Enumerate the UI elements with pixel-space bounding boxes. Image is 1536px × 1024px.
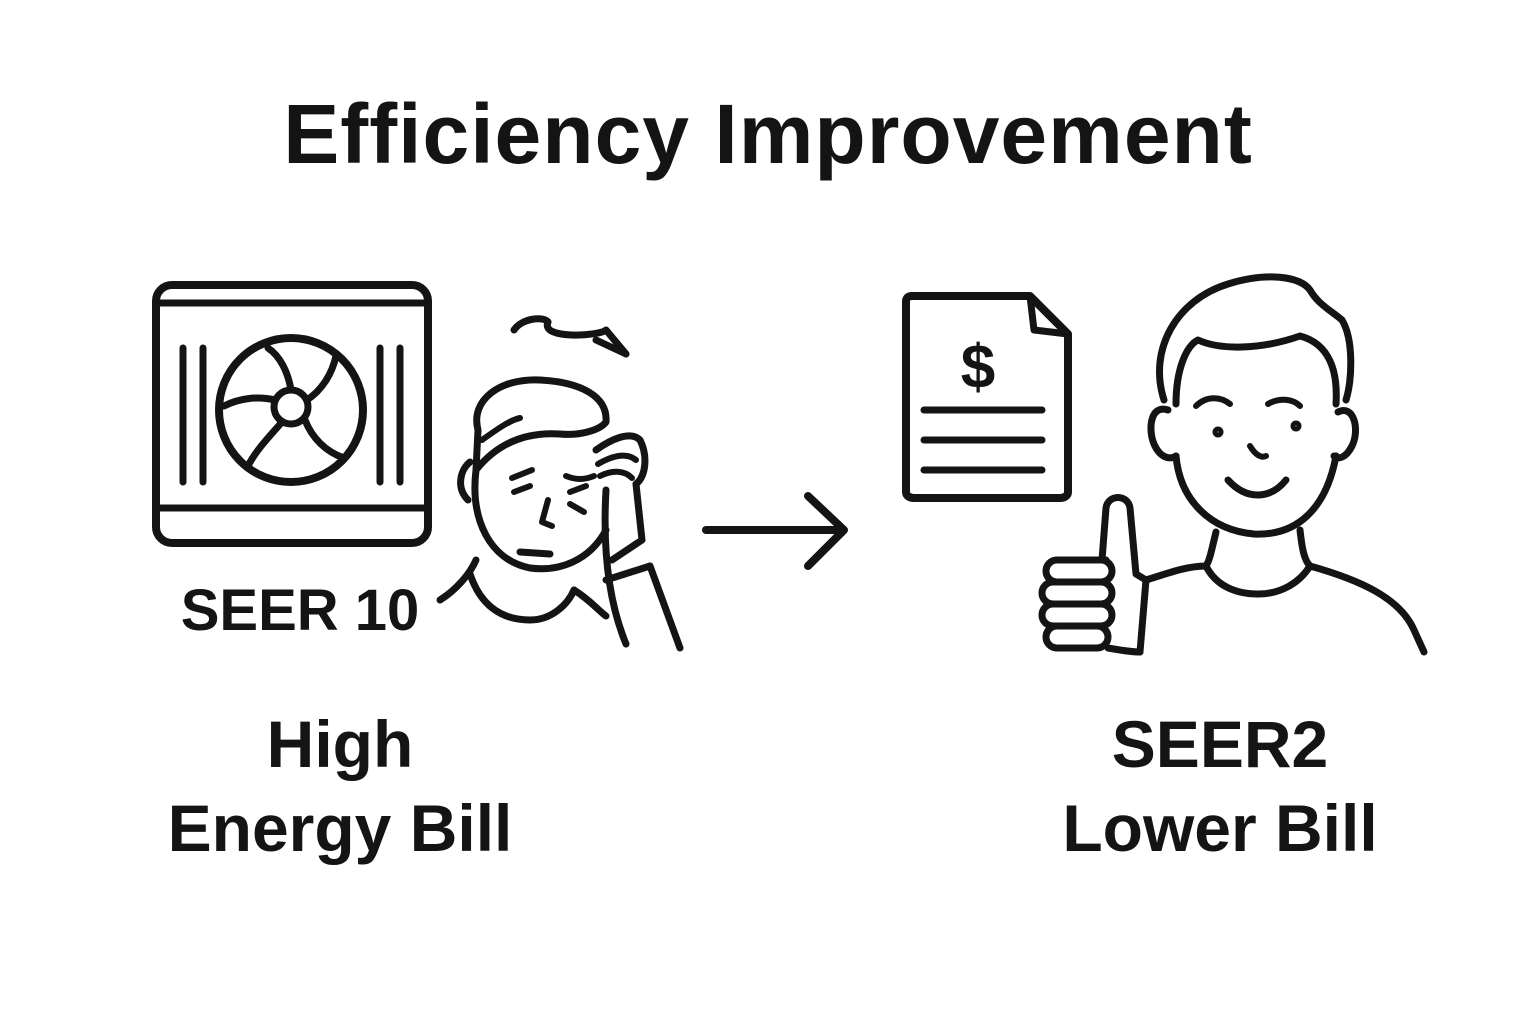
caption-left-line2: Energy Bill [167,791,513,865]
bill-document-icon [902,292,1072,502]
caption-right-line1: SEER2 [1111,707,1329,781]
caption-left-line1: High [266,707,414,781]
caption-seer2-lower-bill: SEER2 Lower Bill [960,702,1480,870]
page-title: Efficiency Improvement [283,87,1253,181]
happy-person-thumbs-up-icon [1038,273,1428,656]
bill-dollar-sign: $ [961,333,995,402]
ac-unit-fan-icon [152,281,432,547]
seer-10-label: SEER 10 [180,578,420,643]
arrow-right-icon [702,492,848,570]
caption-high-energy-bill: High Energy Bill [90,702,590,870]
caption-right-line2: Lower Bill [1062,791,1378,865]
stressed-person-icon [436,315,684,652]
